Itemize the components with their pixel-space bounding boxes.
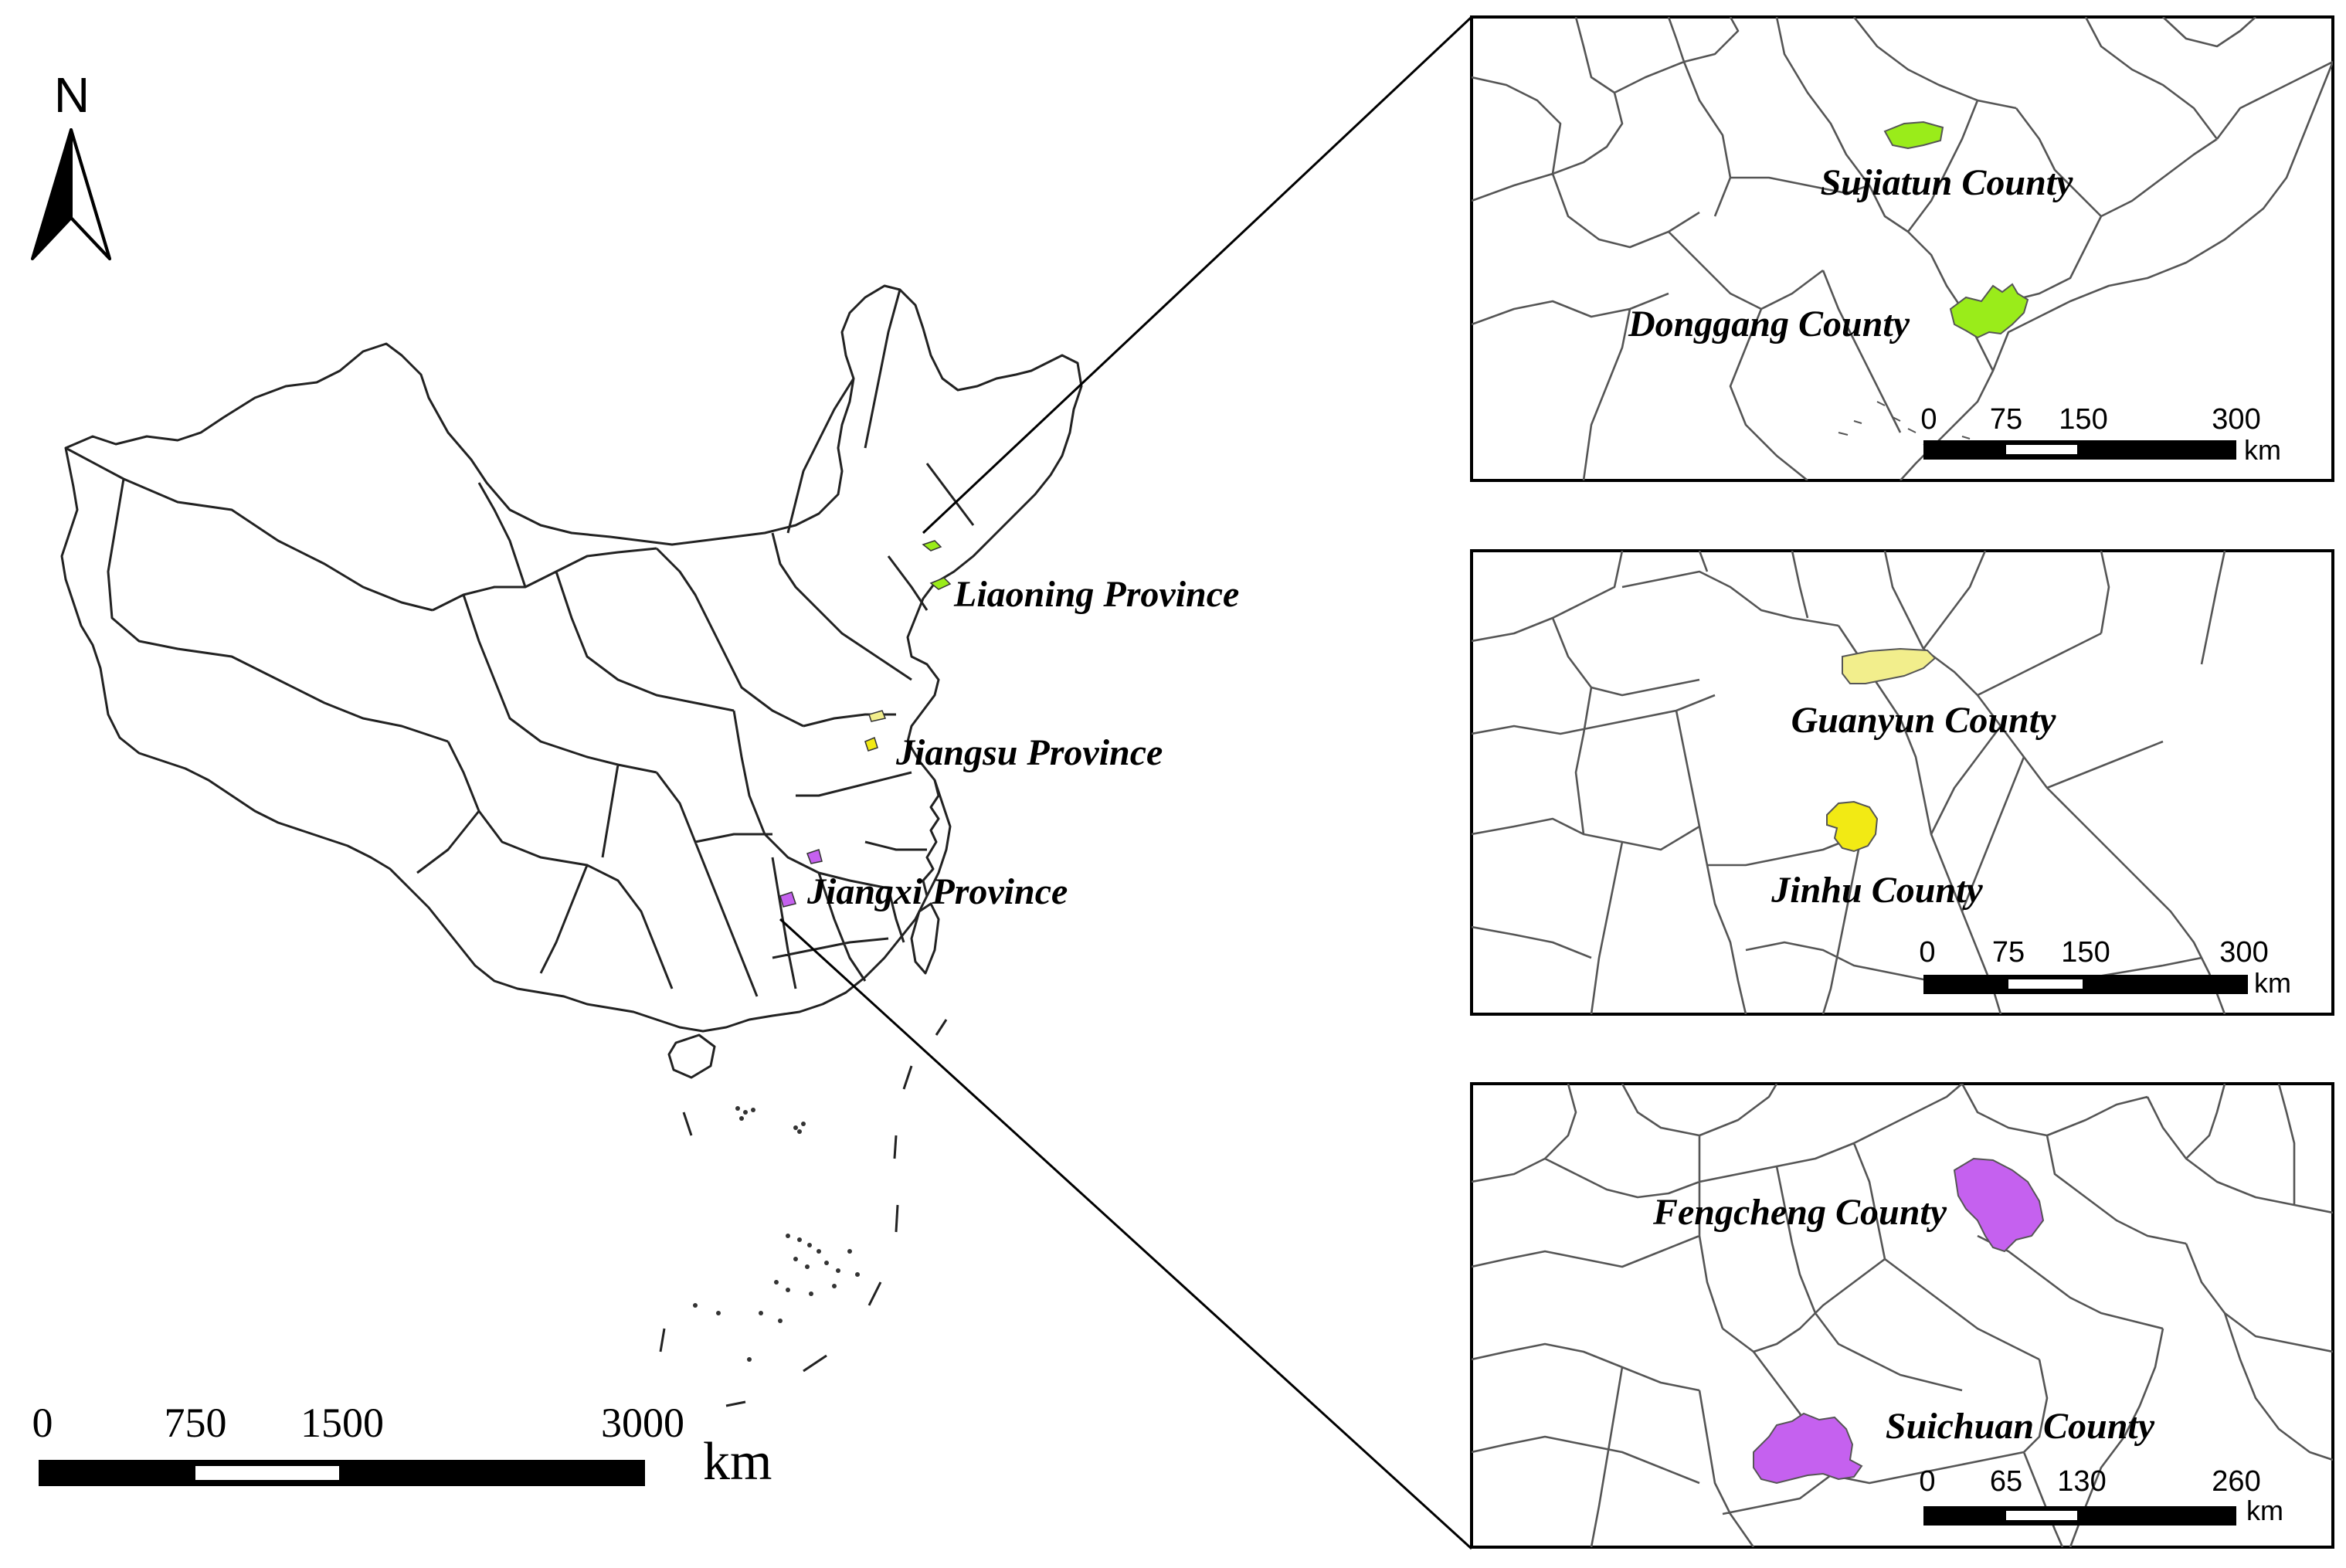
inset3-tick-130: 130: [2057, 1465, 2106, 1498]
inset2-unit: km: [2254, 967, 2291, 999]
china-map: Liaoning Province Jiangsu Province Jiang…: [32, 284, 1239, 1492]
liaoning-inset-scale-bar: 0 75 150 300 km: [1920, 403, 2281, 466]
label-jiangxi-province: Jiangxi Province: [806, 871, 1068, 912]
coastline-detail: [922, 779, 940, 897]
jiangxi-inset-scale-bar: 0 65 130 260 km: [1919, 1465, 2283, 1526]
north-label: N: [54, 67, 90, 123]
main-jinhu: [864, 736, 878, 752]
label-jinhu-county: Jinhu County: [1771, 870, 1983, 911]
inset1-tick-300: 300: [2212, 403, 2260, 436]
label-jiangsu-province: Jiangsu Province: [895, 732, 1163, 773]
jiangxi-inset: Fengcheng County Suichuan County 0 65 13…: [1470, 1082, 2334, 1549]
main-scale-tick-0: 0: [32, 1400, 53, 1446]
main-scale-tick-1500: 1500: [300, 1400, 384, 1446]
inset2-tick-75: 75: [1992, 936, 2025, 969]
inset-fengcheng-county: [1953, 1157, 2045, 1253]
main-fengcheng: [806, 849, 823, 864]
inset3-tick-260: 260: [2212, 1465, 2260, 1498]
inset-connectors: [779, 15, 1473, 1550]
label-guanyun-county: Guanyun County: [1791, 700, 2056, 741]
main-scale-unit: km: [703, 1432, 772, 1492]
hainan: [667, 1033, 716, 1079]
main-suichuan: [779, 891, 796, 908]
north-arrow-icon: [31, 128, 111, 260]
main-scale-bar: 0 750 1500 3000 km: [32, 1400, 772, 1492]
liaoning-inset: Sujiatun County Donggang County 0 75 150…: [1470, 15, 2334, 482]
china-outline: [60, 284, 1083, 1033]
inset3-tick-65: 65: [1990, 1465, 2022, 1498]
label-liaoning-province: Liaoning Province: [953, 574, 1239, 615]
inset1-tick-0: 0: [1920, 403, 1937, 436]
label-suichuan-county: Suichuan County: [1886, 1406, 2155, 1447]
inset1-unit: km: [2244, 434, 2281, 466]
province-boundaries: [65, 289, 975, 997]
taiwan: [910, 902, 940, 975]
inset-donggang-county: [1949, 283, 2029, 339]
inset1-tick-150: 150: [2059, 403, 2107, 436]
inset1-tick-75: 75: [1990, 403, 2022, 436]
inset2-tick-0: 0: [1919, 936, 1935, 969]
main-sujiatun: [922, 540, 942, 552]
south-china-sea-islands: [693, 1106, 860, 1362]
main-scale-tick-750: 750: [165, 1400, 227, 1446]
label-fengcheng-county: Fengcheng County: [1652, 1192, 1947, 1233]
inset-sujiatun-county: [1883, 120, 1944, 150]
label-donggang-county: Donggang County: [1628, 304, 1910, 344]
jiangsu-inset: Guanyun County Jinhu County 0 75 150 300…: [1470, 549, 2334, 1016]
jiangsu-inset-scale-bar: 0 75 150 300 km: [1919, 936, 2291, 999]
inset-jinhu-county: [1826, 800, 1879, 853]
inset2-tick-300: 300: [2219, 936, 2268, 969]
main-donggang: [929, 577, 952, 590]
main-guanyun: [868, 710, 887, 722]
inset-suichuan-county: [1753, 1412, 1863, 1485]
main-scale-tick-3000: 3000: [601, 1400, 684, 1446]
inset-guanyun-county: [1842, 647, 1937, 684]
north-arrow: N: [31, 67, 111, 260]
label-sujiatun-county: Sujiatun County: [1821, 162, 2074, 203]
nine-dash-line: [659, 1019, 948, 1407]
inset3-unit: km: [2246, 1495, 2283, 1526]
inset3-tick-0: 0: [1919, 1465, 1935, 1498]
inset2-tick-150: 150: [2061, 936, 2110, 969]
